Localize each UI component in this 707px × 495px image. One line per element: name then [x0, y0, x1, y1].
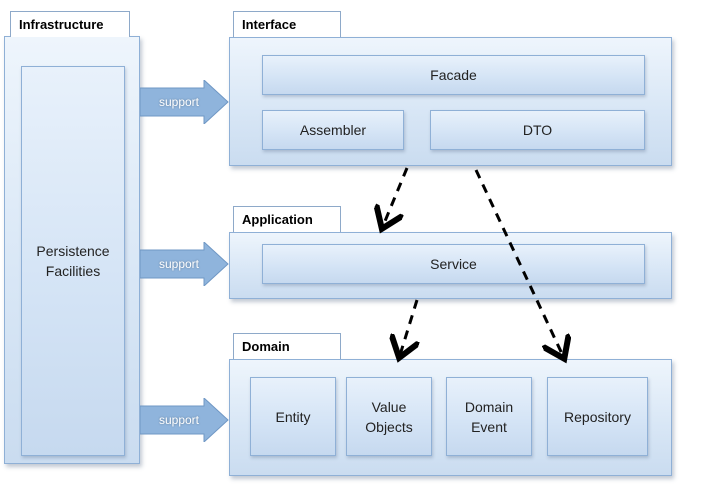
dto-label: DTO: [522, 122, 553, 138]
infrastructure-tab: Infrastructure: [10, 11, 130, 37]
repository-label: Repository: [564, 408, 631, 425]
value-objects-box: Value Objects: [346, 377, 432, 456]
application-tab: Application: [233, 206, 341, 232]
value-objects-line1: Value: [371, 398, 407, 415]
dto-box: DTO: [430, 110, 645, 150]
support-arrow-bottom: support: [140, 398, 230, 442]
support-arrow-bottom-shape: [140, 398, 229, 442]
persistence-facilities-line2: Facilities: [45, 263, 101, 279]
dashed-arrow-assembler-to-service: [383, 167, 409, 226]
support-arrow-mid: support: [140, 242, 230, 286]
support-label-bottom: support: [158, 413, 200, 427]
assembler-box: Assembler: [262, 110, 404, 150]
service-box: Service: [262, 244, 645, 284]
entity-box: Entity: [250, 377, 336, 456]
support-arrow-mid-shape: [140, 242, 229, 286]
domain-title: Domain: [242, 339, 290, 354]
interface-tab: Interface: [233, 11, 341, 37]
support-label-mid: support: [158, 257, 200, 271]
domain-tab: Domain: [233, 333, 341, 359]
service-label: Service: [430, 256, 477, 272]
persistence-facilities-line1: Persistence: [36, 243, 110, 259]
assembler-label: Assembler: [299, 122, 367, 138]
support-label-top: support: [158, 95, 200, 109]
domain-event-line2: Event: [471, 418, 507, 435]
entity-label: Entity: [275, 408, 311, 425]
support-arrow-top-shape: [140, 80, 229, 124]
interface-title: Interface: [242, 17, 297, 32]
value-objects-line2: Objects: [365, 418, 413, 435]
support-arrow-top: support: [140, 80, 230, 124]
infrastructure-title: Infrastructure: [19, 17, 104, 32]
facade-label: Facade: [430, 67, 477, 83]
dashed-arrow-service-to-value-objects: [400, 299, 417, 355]
domain-event-box: Domain Event: [446, 377, 532, 456]
repository-box: Repository: [547, 377, 648, 456]
application-title: Application: [242, 212, 313, 227]
domain-event-line1: Domain: [464, 398, 514, 415]
facade-box: Facade: [262, 55, 645, 95]
persistence-facilities-box: Persistence Facilities: [21, 66, 125, 456]
